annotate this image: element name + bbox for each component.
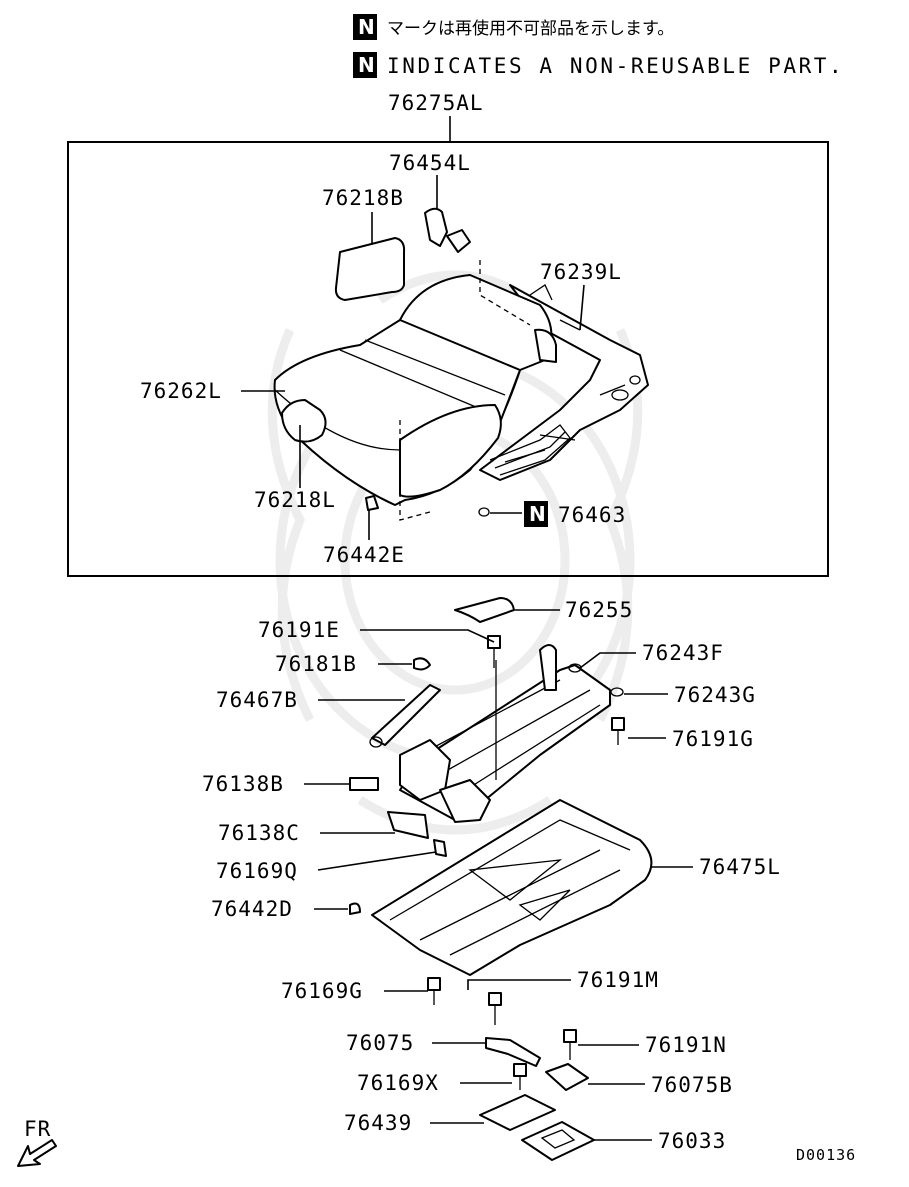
callout-76255: 76255 [565, 598, 633, 622]
callout-76169X: 76169X [357, 1071, 439, 1095]
front-direction-indicator: FR [17, 1117, 57, 1167]
figure-code: D00136 [796, 1146, 856, 1164]
callout-76218L: 76218L [254, 488, 336, 512]
callout-76463: 76463 [558, 503, 626, 527]
callout-76467B: 76467B [216, 688, 298, 712]
svg-text:マークは再使用不可部品を示します。: マークは再使用不可部品を示します。 [387, 18, 674, 39]
callout-76191E: 76191E [258, 618, 340, 642]
callout-76439: 76439 [344, 1111, 412, 1135]
callout-76138C: 76138C [218, 821, 300, 845]
callout-76191M: 76191M [577, 968, 659, 992]
svg-text:FR: FR [24, 1117, 51, 1141]
callout-76243F: 76243F [642, 641, 724, 665]
non-reusable-note: N マークは再使用不可部品を示します。 N INDICATES A NON-RE… [353, 14, 844, 78]
svg-text:INDICATES A NON-REUSABLE PART.: INDICATES A NON-REUSABLE PART. [387, 54, 844, 78]
callout-76075: 76075 [346, 1031, 414, 1055]
callout-76169G: 76169G [281, 979, 363, 1003]
seat-cushion-assembly [273, 207, 649, 521]
callout-76218B: 76218B [322, 186, 404, 210]
callout-76262L: 76262L [140, 379, 222, 403]
callout-76475L: 76475L [699, 855, 781, 879]
callout-76191G: 76191G [672, 727, 754, 751]
callout-76191N: 76191N [645, 1033, 727, 1057]
callout-76442D: 76442D [211, 897, 293, 921]
seat-adjuster [369, 597, 624, 823]
svg-text:N: N [358, 53, 375, 77]
callout-76169Q: 76169Q [216, 859, 298, 883]
svg-text:N: N [358, 15, 375, 39]
callout-76033: 76033 [658, 1129, 726, 1153]
assembly-label: 76275AL [388, 91, 484, 115]
callout-labels: 76454L 76218B 76239L 76262L 76218L 76442… [140, 151, 781, 1153]
callout-76454L: 76454L [389, 151, 471, 175]
seat-assembly-box [67, 141, 829, 577]
svg-text:N: N [529, 502, 546, 526]
callout-76181B: 76181B [275, 652, 357, 676]
callout-76075B: 76075B [651, 1073, 733, 1097]
front-arrow-icon [17, 1139, 57, 1167]
hardware-parts [349, 635, 625, 1161]
callout-76442E: 76442E [323, 543, 405, 567]
callout-76243G: 76243G [674, 683, 756, 707]
callout-76138B: 76138B [202, 772, 284, 796]
callout-76239L: 76239L [540, 260, 622, 284]
